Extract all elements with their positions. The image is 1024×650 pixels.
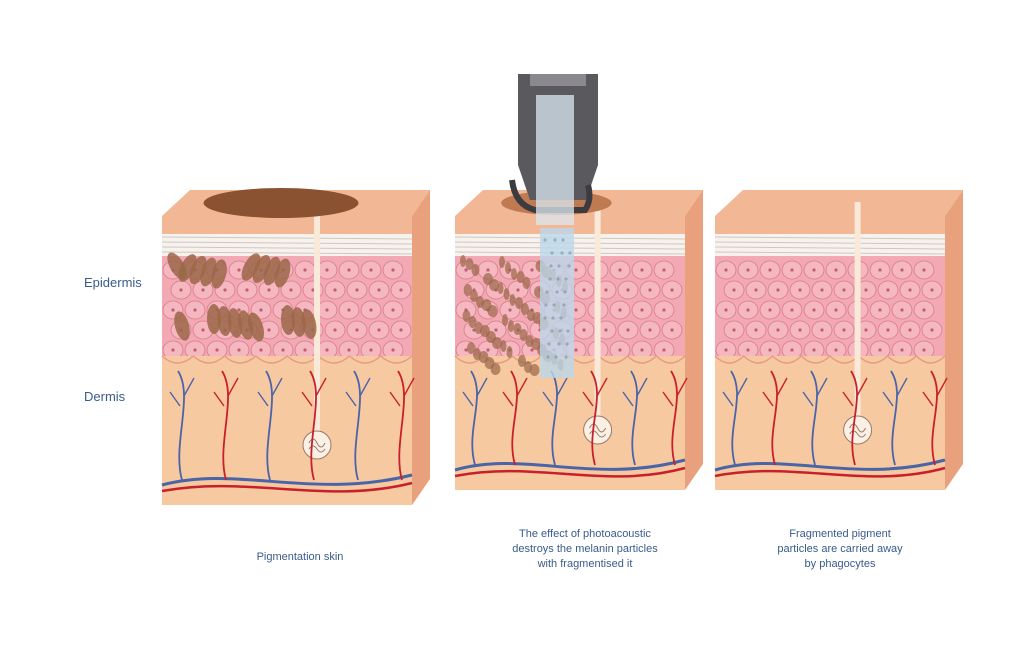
skin-block-pigmentation — [161, 188, 430, 505]
epidermis-cells — [715, 260, 943, 360]
laser-probe — [509, 74, 598, 378]
blood-vessels — [714, 370, 948, 478]
blood-vessels — [161, 370, 415, 493]
caption-photoacoustic-effect: The effect of photoacoustic destroys the… — [512, 528, 658, 570]
epidermis-label: Epidermis — [84, 275, 142, 290]
dermis-label: Dermis — [84, 389, 126, 404]
blood-vessels — [454, 370, 688, 478]
laser-beam — [540, 228, 574, 378]
pigment-spot — [203, 188, 359, 218]
caption-pigmentation-skin: Pigmentation skin — [256, 551, 344, 563]
skin-block-phagocytes — [714, 190, 963, 490]
melanin-particles — [167, 252, 317, 342]
skin-block-photoacoustic — [454, 190, 703, 490]
caption-phagocytes: Fragmented pigment particles are carried… — [777, 528, 903, 570]
